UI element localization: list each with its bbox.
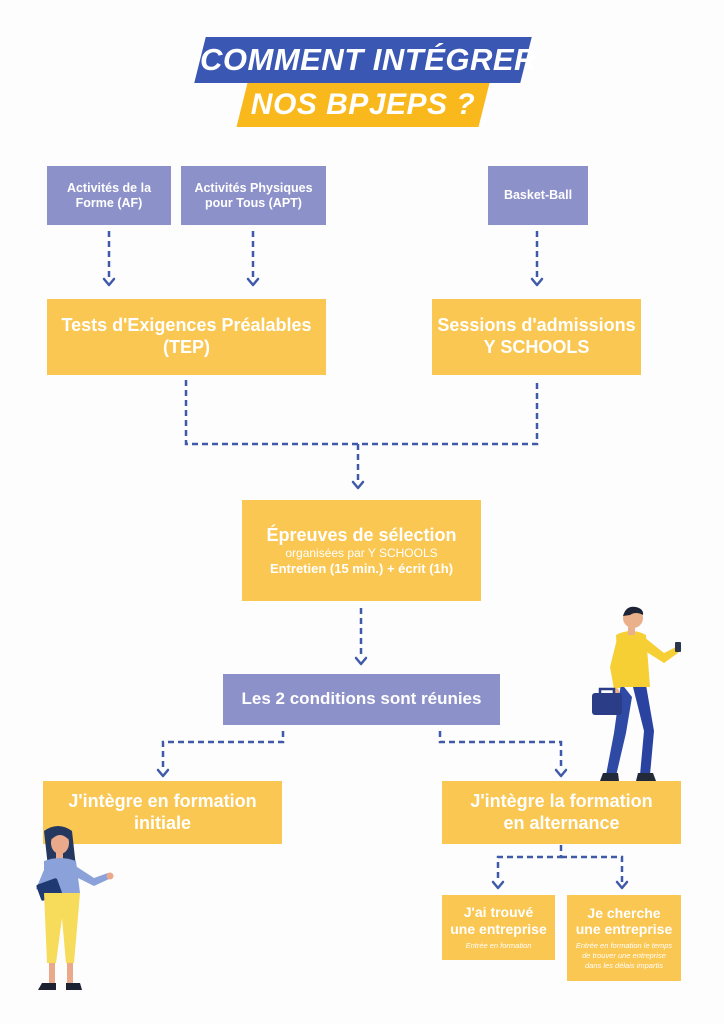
initial-training-box: J'intègre en formation initiale <box>43 781 282 844</box>
specialty-af-line2: Forme (AF) <box>75 195 143 210</box>
searching-note1: Entrée en formation le temps <box>575 941 673 951</box>
selection-detail: Entretien (15 min.) + écrit (1h) <box>269 560 454 576</box>
specialty-basket-label: Basket-Ball <box>503 188 573 202</box>
woman-folder-illustration <box>36 826 114 990</box>
selection-title: Épreuves de sélection <box>266 524 457 545</box>
alternance-line2: en alternance <box>503 812 620 833</box>
tep-box: Tests d'Exigences Préalables (TEP) <box>47 299 326 375</box>
specialty-apt-line1: Activités Physiques <box>194 180 313 195</box>
searching-note2: de trouver une entreprise <box>582 951 666 961</box>
searching-company-box: Je cherche une entreprise Entrée en form… <box>567 895 681 981</box>
man-briefcase-illustration <box>592 606 682 781</box>
specialty-basket-box: Basket-Ball <box>488 166 588 225</box>
tep-line2: (TEP) <box>163 337 210 357</box>
found-line2: une entreprise <box>450 920 547 937</box>
selection-subtitle: organisées par Y SCHOOLS <box>285 546 438 561</box>
specialty-apt-line2: pour Tous (APT) <box>205 195 302 210</box>
specialty-af-box: Activités de la Forme (AF) <box>47 166 171 225</box>
sessions-line1: Sessions d'admissions <box>437 315 636 336</box>
conditions-label: Les 2 conditions sont réunies <box>241 689 482 709</box>
sessions-line2: Y SCHOOLS <box>483 337 590 357</box>
found-company-box: J'ai trouvé une entreprise Entrée en for… <box>442 895 555 960</box>
found-line1: J'ai trouvé <box>463 904 534 921</box>
found-note: Entrée en formation <box>465 940 532 950</box>
selection-box: Épreuves de sélection organisées par Y S… <box>242 500 481 601</box>
sessions-box: Sessions d'admissions Y SCHOOLS <box>432 299 641 375</box>
specialty-apt-box: Activités Physiques pour Tous (APT) <box>181 166 326 225</box>
conditions-box: Les 2 conditions sont réunies <box>223 674 500 725</box>
searching-line2: une entreprise <box>575 921 673 938</box>
searching-note3: dans les délais impartis <box>585 961 663 971</box>
tep-line1: Tests d'Exigences Préalables <box>61 315 312 336</box>
initial-line1: J'intègre en formation <box>68 790 257 811</box>
page-title-line1: COMMENT INTÉGRER <box>200 42 537 77</box>
specialty-af-line1: Activités de la <box>66 180 152 195</box>
alternance-box: J'intègre la formation en alternance <box>442 781 681 844</box>
initial-line2: initiale <box>133 812 191 833</box>
alternance-line1: J'intègre la formation <box>470 790 653 811</box>
searching-line1: Je cherche <box>587 904 661 921</box>
page-title-line2: NOS BPJEPS ? <box>250 88 476 121</box>
